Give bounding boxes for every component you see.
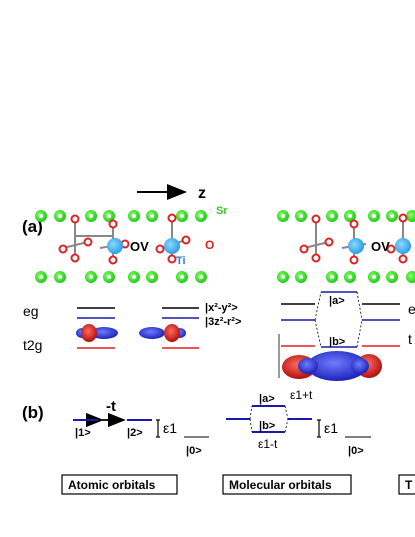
state-a-label: |a>	[259, 393, 275, 405]
atomic-orbitals-title: Atomic orbitals	[68, 478, 156, 492]
eps-plus-t-label: ε1+t	[290, 388, 313, 402]
molecular-orbitals-box	[222, 474, 352, 495]
molecular-orbitals-title: Molecular orbitals	[229, 478, 332, 492]
t2g-label-right-partial: t	[408, 331, 412, 347]
partial-box-title: T	[405, 478, 413, 492]
state-b-label: |b>	[259, 420, 275, 432]
atomic-levels-left	[77, 307, 199, 349]
eps-minus-t-label: ε1-t	[258, 437, 278, 451]
panel-b-label: (b)	[22, 403, 44, 422]
o-label: O	[205, 238, 214, 252]
z2r2-label: |3z²-r²>	[205, 316, 241, 328]
orbital-a-label: |a>	[329, 295, 345, 307]
panel-a-label: (a)	[22, 217, 43, 236]
ov-label-right: OV	[371, 239, 390, 254]
vacancy-state-atomic: |0>	[186, 445, 202, 457]
sr-atoms-top	[35, 210, 207, 222]
molecular-levels-b	[226, 405, 312, 433]
x2y2-label: |x²-y²>	[205, 302, 238, 314]
eg-label-right-partial: e	[408, 301, 415, 317]
bonding-orbital-lobe	[282, 351, 382, 381]
eg-label: eg	[23, 303, 39, 319]
sr-label: Sr	[216, 205, 228, 217]
sr-atoms-bottom	[35, 271, 207, 283]
hopping-label: -t	[106, 398, 116, 415]
molecular-levels-right	[278, 291, 400, 378]
ov-label-left: OV	[130, 239, 149, 254]
t2g-label: t2g	[23, 337, 42, 353]
ti-label: Ti	[176, 255, 186, 267]
orbital-lobes-left	[76, 324, 186, 342]
z-axis-label: z	[198, 185, 206, 202]
sr-atoms-bottom-right	[277, 271, 415, 283]
state-2-label: |2>	[127, 427, 143, 439]
vacancy-state-molecular: |0>	[348, 445, 364, 457]
ti-o-octahedra-left	[58, 213, 191, 265]
ti-o-octahedra-right	[299, 213, 411, 265]
orbital-b-label: |b>	[329, 336, 345, 348]
partial-box	[398, 474, 415, 495]
atomic-orbitals-box	[61, 474, 178, 495]
state-1-label: |1>	[75, 427, 91, 439]
sr-atoms-top-right	[277, 210, 415, 222]
energy-bracket-molecular	[317, 419, 321, 438]
eps-label-atomic: ε1	[163, 420, 177, 436]
energy-bracket-atomic	[156, 419, 160, 438]
eps-label-molecular: ε1	[324, 420, 338, 436]
